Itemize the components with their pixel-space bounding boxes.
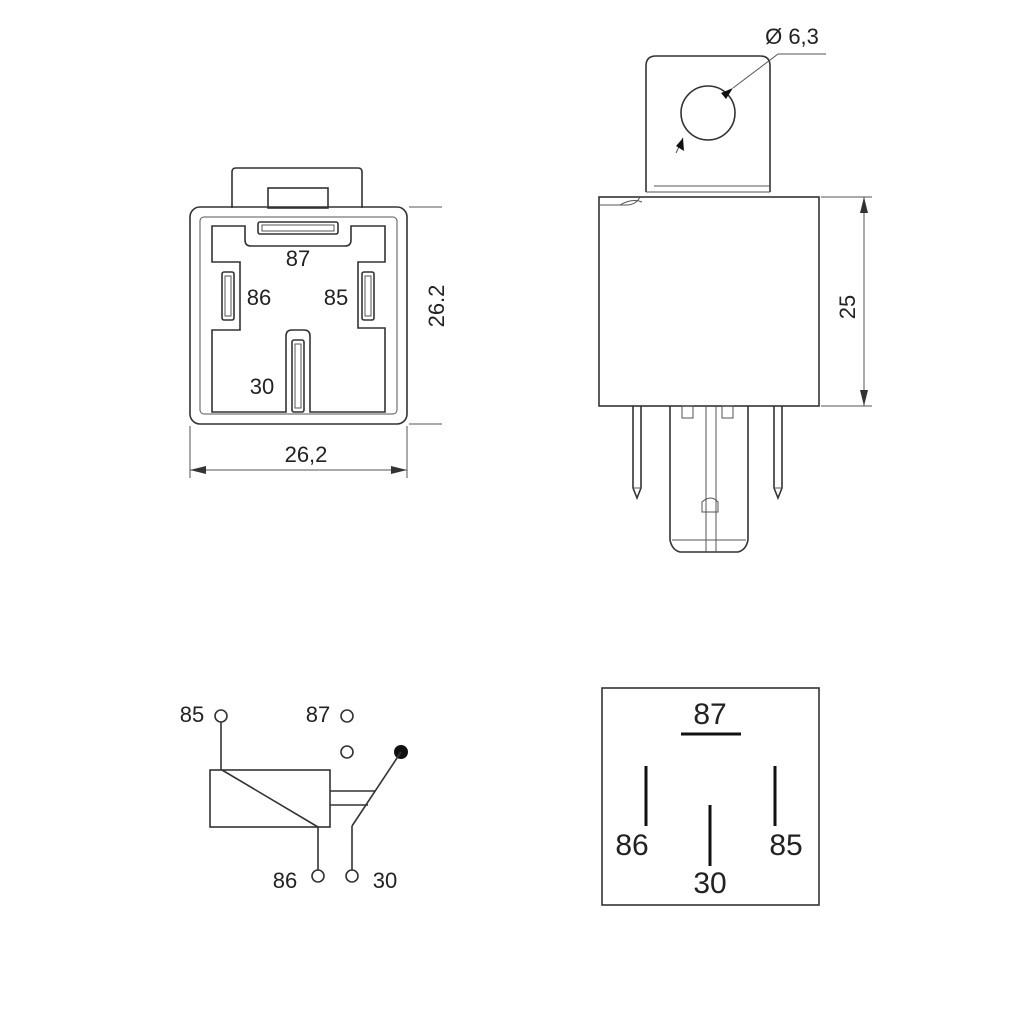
side-housing-lip (599, 196, 641, 206)
front-pin-87-label: 87 (286, 246, 310, 271)
mounting-bracket (645, 55, 771, 192)
terminal-30-slot (291, 339, 305, 413)
terminal-87-slot (257, 221, 339, 235)
hole-arrow-top (721, 88, 733, 99)
pad-right (721, 405, 734, 419)
schematic-pin-30-label: 30 (373, 868, 397, 893)
front-pin-30-label: 30 (250, 374, 274, 399)
side-housing-lip-2 (619, 200, 643, 206)
side-view: Ø 6,3 25 (598, 24, 872, 553)
front-tab-slot (267, 187, 329, 209)
switch-arm (351, 751, 402, 827)
schematic-pin-87-label: 87 (306, 702, 330, 727)
schematic-pin-86-label: 86 (273, 868, 297, 893)
hole-leader-line (732, 53, 779, 89)
schematic-pin-87-terminal (340, 709, 354, 723)
coil-diagonal (221, 769, 319, 828)
pin-layout-frame (601, 687, 820, 906)
terminal-86-blade (224, 275, 232, 317)
hole-diameter-label: Ø 6,3 (765, 24, 819, 49)
terminal-86-slot (221, 271, 235, 321)
layout-pin-30-label: 30 (693, 867, 726, 900)
layout-pin-86-label: 86 (615, 829, 648, 862)
arrow-right (391, 466, 407, 474)
schematic-pin-30-terminal (345, 869, 359, 883)
height-dimension-label: 26.2 (424, 285, 449, 328)
front-housing-outer (189, 206, 408, 425)
front-pin-85-label: 85 (324, 285, 348, 310)
pin-layout: 87 86 85 30 (601, 687, 820, 906)
relay-schematic: 85 86 87 30 (180, 702, 408, 893)
front-housing-inner (199, 216, 398, 415)
terminal-85-blade (364, 275, 372, 317)
schematic-pin-86-terminal (311, 869, 325, 883)
center-notch (701, 497, 719, 513)
hole-arrow-bottom (676, 138, 684, 151)
front-pin-86-label: 86 (247, 285, 271, 310)
pad-left (681, 405, 694, 419)
width-dimension-label: 26,2 (285, 442, 328, 467)
schematic-pin-85-terminal (214, 709, 228, 723)
terminal-87-blade (261, 224, 335, 232)
arrow-left (190, 466, 206, 474)
side-terminal-right (773, 406, 783, 501)
terminal-85-slot (361, 271, 375, 321)
mounting-hole (680, 85, 736, 141)
schematic-pin-85-label: 85 (180, 702, 204, 727)
side-terminal-center-block (669, 406, 749, 553)
front-view: 87 86 85 30 26,2 26.2 (189, 167, 449, 478)
front-tab (231, 167, 363, 208)
schematic-contact-87 (340, 745, 354, 759)
side-height-label: 25 (835, 295, 860, 319)
terminal-30-blade (294, 343, 302, 409)
layout-pin-87-label: 87 (693, 698, 726, 731)
front-pocket-outline (211, 225, 386, 413)
side-arrow-bottom (860, 390, 868, 406)
side-terminal-left (632, 406, 642, 501)
coil-box (209, 769, 331, 828)
side-housing (598, 196, 820, 407)
side-arrow-top (860, 197, 868, 213)
layout-pin-85-label: 85 (769, 829, 802, 862)
